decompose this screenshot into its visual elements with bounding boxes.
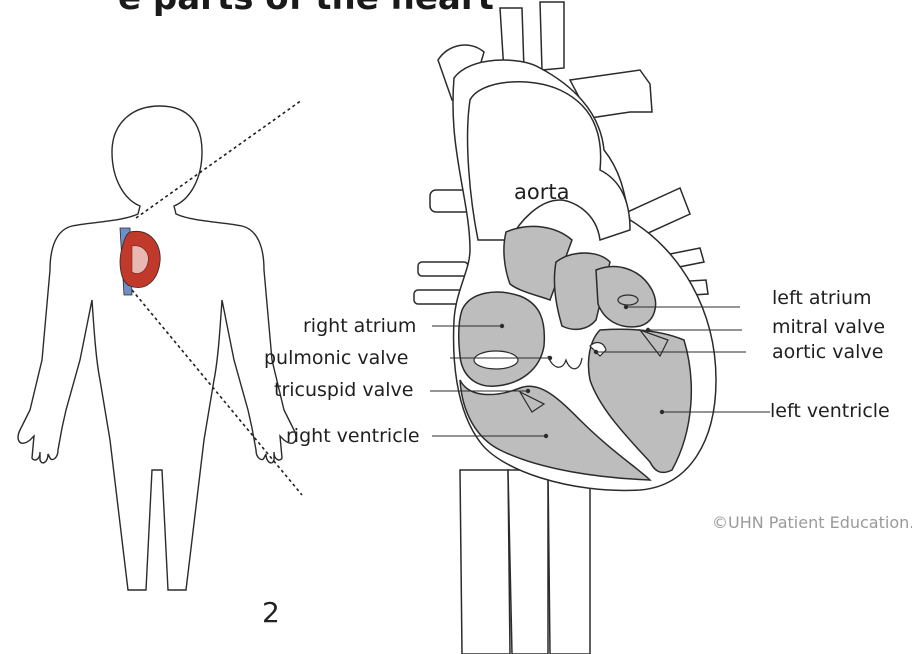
small-heart-icon xyxy=(120,228,160,295)
label-tricuspid-valve: tricuspid valve xyxy=(274,379,413,401)
body-silhouette xyxy=(18,106,296,590)
page-number: 2 xyxy=(262,596,280,629)
label-aorta: aorta xyxy=(514,180,569,204)
label-right-ventricle: right ventricle xyxy=(286,425,420,447)
label-left-ventricle: left ventricle xyxy=(770,400,890,422)
zoom-lines xyxy=(132,100,302,495)
label-mitral-valve: mitral valve xyxy=(772,316,885,338)
label-left-atrium: left atrium xyxy=(772,287,872,309)
label-pulmonic-valve: pulmonic valve xyxy=(264,347,408,369)
label-aortic-valve: aortic valve xyxy=(772,341,883,363)
copyright-notice: ©UHN Patient Education. xyxy=(712,513,912,532)
label-right-atrium: right atrium xyxy=(303,315,416,337)
